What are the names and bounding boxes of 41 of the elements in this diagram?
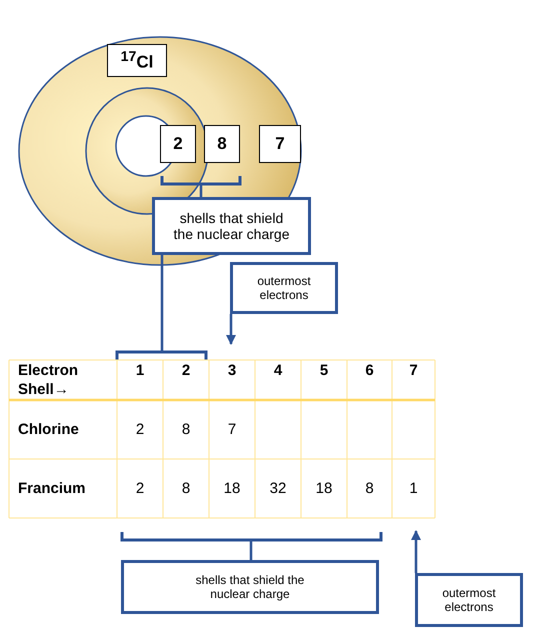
cell-value: 2 <box>134 420 146 440</box>
callout-text: outermost electrons <box>441 586 497 614</box>
row-header: Francium <box>18 478 87 498</box>
column-number: 7 <box>408 361 419 381</box>
leader-line <box>200 184 202 197</box>
leader-line <box>160 255 164 352</box>
electron-count: 7 <box>275 134 285 154</box>
electron-count-box <box>259 125 301 163</box>
callout-text: outermost electrons <box>256 274 312 302</box>
cell-value: 32 <box>268 478 288 498</box>
callout-text: shells that shield the nuclear charge <box>194 573 306 601</box>
cell-value: 8 <box>180 420 192 440</box>
row-header: Chlorine <box>18 420 80 438</box>
callout-box <box>152 197 311 255</box>
callout-box <box>230 262 338 314</box>
cell-value: 8 <box>180 478 192 498</box>
callout-box <box>121 560 379 614</box>
element-symbol-box <box>107 44 167 77</box>
column-number: 3 <box>226 361 238 381</box>
electron-count: 2 <box>173 134 183 154</box>
cell-value: 1 <box>408 478 419 498</box>
arrow <box>411 530 421 573</box>
electron-count-box <box>204 125 240 163</box>
column-number: 6 <box>364 361 375 381</box>
cell-value: 8 <box>364 478 375 498</box>
element-symbol: $^{17}$Cl <box>120 48 154 72</box>
column-number: 4 <box>272 361 284 381</box>
electron-count: 8 <box>217 134 227 154</box>
callout-text: shells that shield the nuclear charge <box>173 210 290 242</box>
callout-box <box>415 573 523 627</box>
cell-value: 2 <box>134 478 146 498</box>
column-number: 5 <box>318 361 330 381</box>
cell-value: 18 <box>222 478 242 498</box>
cell-value: 7 <box>226 420 238 440</box>
column-number: 1 <box>134 361 146 381</box>
arrow <box>226 314 236 345</box>
electron-count-box <box>160 125 196 163</box>
column-number: 2 <box>180 361 192 381</box>
cell-value: 18 <box>314 478 334 498</box>
table-header: Electron Shell→ <box>18 361 80 399</box>
leader-line <box>250 540 252 560</box>
